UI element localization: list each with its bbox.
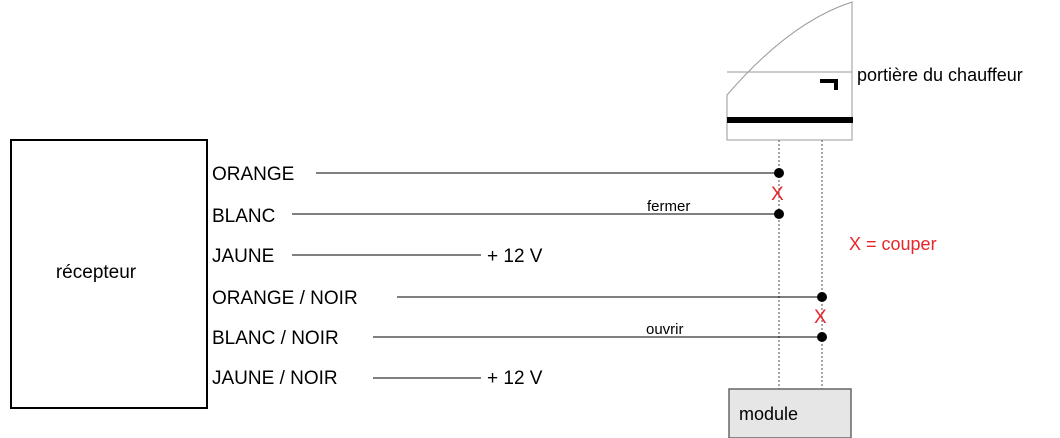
- door-shape: [726, 1, 853, 141]
- note-ouvrir: ouvrir: [646, 321, 684, 338]
- receiver-box: [10, 139, 208, 409]
- supply-label-jaune: + 12 V: [487, 246, 543, 267]
- wire-label-blanc-noir: BLANC / NOIR: [212, 328, 339, 349]
- module-box: [728, 388, 852, 438]
- wire-label-blanc: BLANC: [212, 206, 275, 227]
- receiver-label: récepteur: [56, 262, 137, 283]
- note-fermer: fermer: [647, 198, 690, 215]
- connection-dot-icon: [774, 168, 784, 178]
- connection-dot-icon: [817, 332, 827, 342]
- connection-dot-icon: [817, 292, 827, 302]
- wire-label-orange: ORANGE: [212, 164, 294, 185]
- door-label: portière du chauffeur: [857, 65, 1023, 85]
- wire-label-jaune: JAUNE: [212, 246, 274, 267]
- cut-legend: X = couper: [849, 234, 937, 254]
- module-label: module: [739, 404, 798, 424]
- cut-mark-icon: X: [814, 307, 827, 328]
- cut-mark-icon: X: [771, 184, 784, 205]
- wire-label-jaune-noir: JAUNE / NOIR: [212, 368, 338, 389]
- door-handle-icon: [820, 79, 838, 90]
- supply-label-jaune-noir: + 12 V: [487, 368, 543, 389]
- connection-dot-icon: [774, 209, 784, 219]
- wire-label-orange-noir: ORANGE / NOIR: [212, 288, 358, 309]
